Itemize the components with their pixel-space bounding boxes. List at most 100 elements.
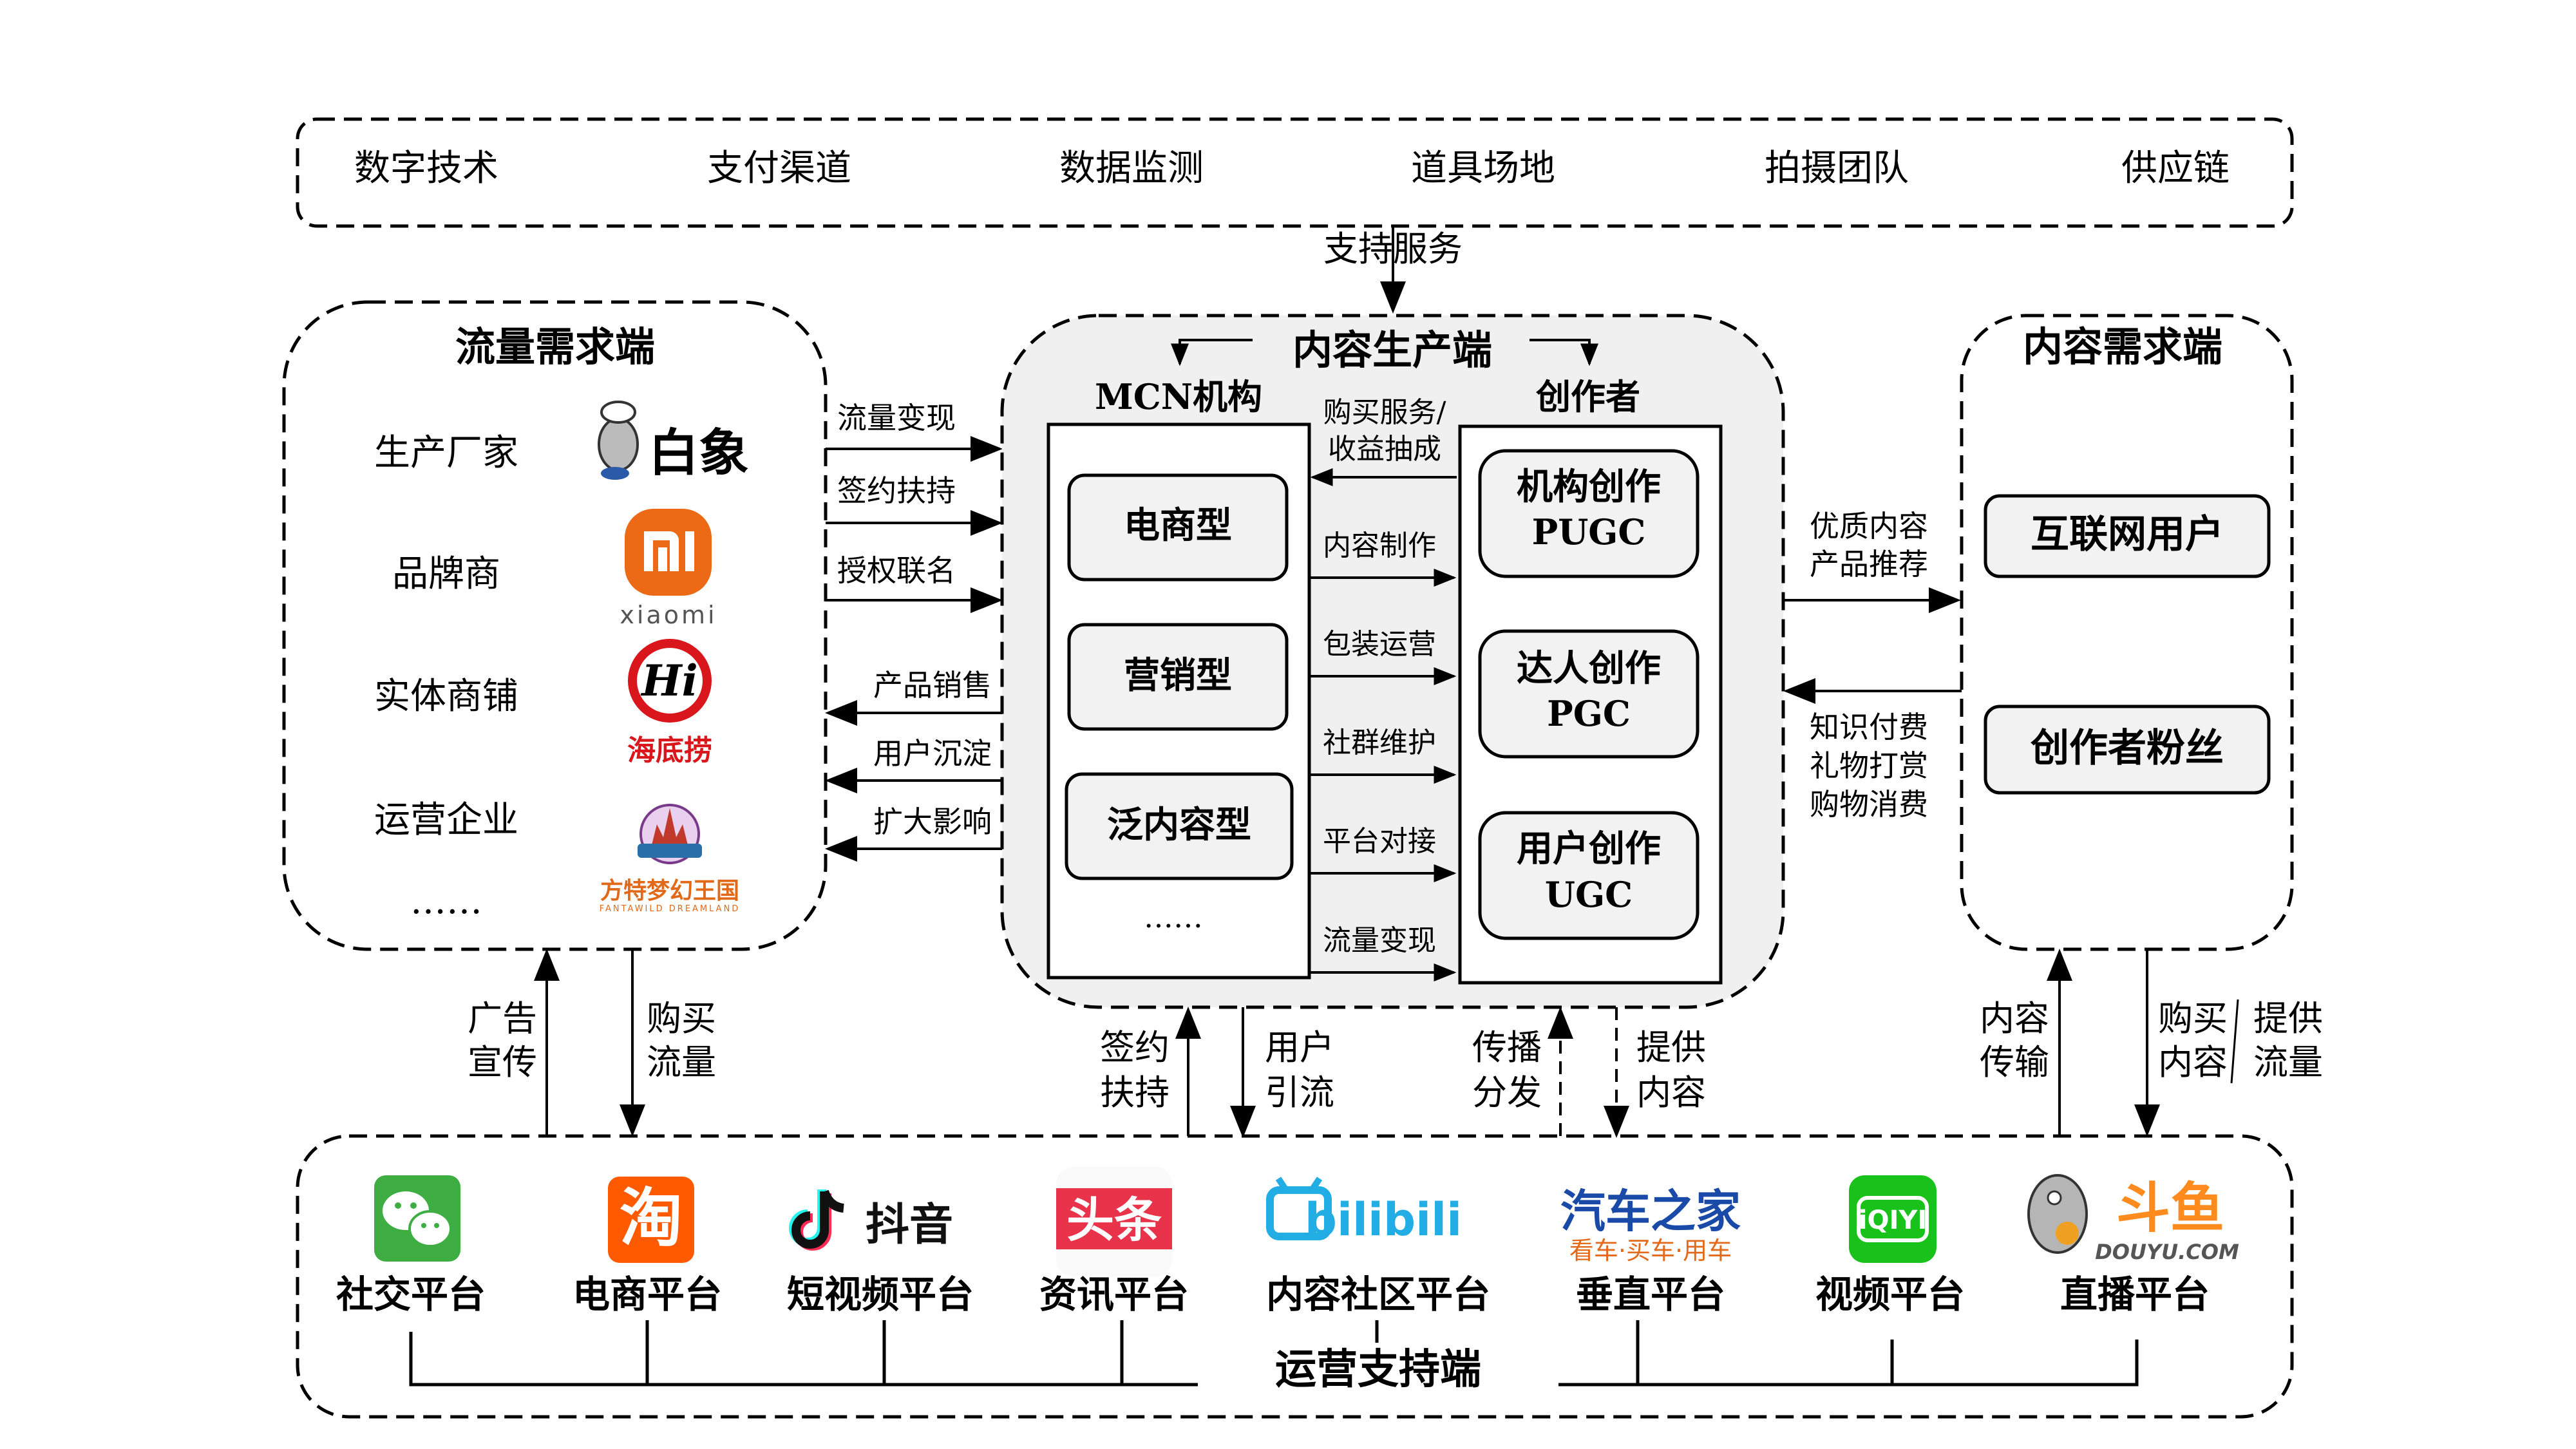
flow-arrow-label: 签约扶持	[837, 473, 956, 508]
flow-arrow-label: 流量变现	[837, 401, 956, 435]
demand-row-label: 运营企业	[374, 799, 518, 841]
provide-traffic-arrow-label: 流量	[2253, 1042, 2323, 1083]
mcn-type-box	[1065, 772, 1294, 880]
demand-row-label: 实体商铺	[374, 676, 518, 717]
split-arrow-left	[1171, 339, 1253, 366]
split-arrow-right	[1530, 339, 1598, 366]
svg-text:方特梦幻王国: 方特梦幻王国	[600, 878, 739, 904]
service-arrow-label: 平台对接	[1323, 825, 1436, 858]
svg-text:iQIYI: iQIYI	[1859, 1206, 1927, 1235]
flow-arrow-label: 购物消费	[1810, 787, 1928, 822]
revenue-arrow-label: 购买服务/	[1323, 396, 1446, 429]
flow-arrow-label: 礼物打赏	[1810, 748, 1928, 783]
support-item: 道具场地	[1411, 147, 1555, 189]
user-group-label: 互联网用户	[2031, 512, 2224, 557]
creator-type-box	[1478, 629, 1700, 759]
buy-content-arrow-label: 购买	[2158, 998, 2228, 1039]
operation-support-panel: 社交平台 淘 电商平台 抖音 短视频平台 头条 资讯平台 bilibili	[296, 1134, 2294, 1419]
platform-label: 社交平台	[336, 1273, 486, 1316]
creator-type-name: 达人创作	[1517, 647, 1661, 690]
douyin-icon: 抖音	[789, 1189, 953, 1251]
support-arrow-label: 支持服务	[1323, 229, 1463, 269]
provide-traffic-arrow-label: 提供	[2253, 998, 2323, 1039]
platform-label: 内容社区平台	[1266, 1273, 1490, 1316]
mcn-type-box	[1067, 473, 1289, 582]
flow-arrow-label: 授权联名	[837, 553, 956, 588]
service-arrow-label: 内容制作	[1323, 529, 1436, 562]
taobao-icon: 淘	[608, 1177, 694, 1263]
content-demand-frame	[1960, 314, 2294, 951]
creator-type-abbr: PUGC	[1532, 511, 1646, 553]
autohome-icon: 汽车之家 看车·买车·用车	[1560, 1185, 1741, 1265]
svg-text:斗鱼: 斗鱼	[2116, 1177, 2224, 1240]
iqiyi-icon: iQIYI	[1849, 1175, 1937, 1263]
svg-text:xiaomi: xiaomi	[620, 601, 717, 629]
ad-arrow-label: 广告	[468, 998, 537, 1039]
flow-arrow-label: 用户沉淀	[873, 736, 992, 771]
svg-text:bilibili: bilibili	[1305, 1193, 1462, 1246]
creator-type-box	[1478, 449, 1700, 578]
demand-row-label: 品牌商	[392, 553, 500, 595]
flow-arrow-label: 优质内容	[1810, 509, 1928, 544]
support-item: 支付渠道	[707, 147, 851, 189]
buy-content-arrow-label: 内容	[2158, 1042, 2228, 1083]
operation-support-title: 运营支持端	[1275, 1345, 1481, 1394]
douyu-icon: 斗鱼 DOUYU.COM	[2027, 1174, 2239, 1264]
content-transfer-arrow-label: 内容	[1980, 998, 2049, 1039]
content-transfer-arrow-label: 传输	[1980, 1042, 2049, 1083]
platform-label: 垂直平台	[1576, 1273, 1725, 1316]
demand-row-label: 生产厂家	[374, 432, 518, 474]
mcn-type-box	[1067, 623, 1289, 731]
platform-label: 视频平台	[1815, 1273, 1965, 1316]
castle-icon: 方特梦幻王国 FANTAWILD DREAMLAND	[600, 804, 741, 914]
mcn-type-label: 营销型	[1124, 654, 1232, 697]
support-layer-frame	[296, 117, 2294, 228]
mi-icon: xiaomi	[620, 509, 717, 629]
flow-arrow-label: 知识付费	[1810, 710, 1928, 744]
support-item: 数字技术	[354, 147, 498, 189]
demand-ellipsis: ……	[410, 880, 482, 922]
distribute-arrow-label: 传播	[1472, 1027, 1542, 1068]
svg-text:海底捞: 海底捞	[627, 734, 712, 767]
support-layer: 数字技术 支付渠道 数据监测 道具场地 拍摄团队 供应链	[296, 117, 2294, 228]
svg-text:汽车之家: 汽车之家	[1560, 1185, 1741, 1238]
mcn-title: MCN机构	[1095, 376, 1262, 417]
svg-text:白象: 白象	[649, 424, 749, 482]
bilibili-icon: bilibili	[1266, 1177, 1462, 1246]
creator-type-name: 机构创作	[1517, 466, 1661, 508]
content-production-title: 内容生产端	[1293, 327, 1492, 374]
content-demand-title: 内容需求端	[2023, 323, 2222, 370]
vertical-arrows: 广告 宣传 购买 流量 签约 扶持 用户 引流 传播 分发 提供 内容 内容 传…	[468, 949, 2323, 1138]
support-item: 数据监测	[1059, 147, 1204, 189]
creator-type-abbr: UGC	[1545, 874, 1633, 915]
right-flow-arrows: 优质内容 产品推荐 知识付费 礼物打赏 购物消费	[1783, 509, 1962, 822]
creator-type-box	[1478, 811, 1700, 940]
traffic-demand-panel: 流量需求端 生产厂家 品牌商 实体商铺 运营企业 …… 白象 xiaomi Hi…	[282, 300, 828, 951]
svg-text:DOUYU.COM: DOUYU.COM	[2095, 1240, 2239, 1264]
ad-arrow-label: 宣传	[468, 1042, 537, 1083]
user-guide-arrow-label: 引流	[1265, 1072, 1334, 1113]
flow-arrow-label: 产品销售	[873, 668, 992, 703]
user-group-box	[1984, 705, 2271, 795]
content-production-panel: 内容生产端 MCN机构 创作者 电商型 营销型 泛内容型 …… 机构创作 PUG…	[1000, 314, 1785, 1009]
svg-text:看车·买车·用车: 看车·买车·用车	[1569, 1236, 1732, 1265]
svg-text:抖音: 抖音	[866, 1200, 953, 1251]
provide-content-arrow-label: 提供	[1636, 1027, 1706, 1068]
service-arrow-label: 社群维护	[1323, 726, 1436, 759]
creator-type-abbr: PGC	[1547, 693, 1631, 734]
platform-connectors	[409, 1320, 2139, 1387]
svg-text:头条: 头条	[1066, 1193, 1162, 1248]
hi-icon: Hi 海底捞	[627, 639, 712, 767]
elephant-chef-icon: 白象	[598, 401, 749, 482]
svg-text:Hi: Hi	[640, 656, 697, 706]
buy-traffic-arrow-label: 购买	[647, 998, 716, 1039]
traffic-demand-title: 流量需求端	[455, 323, 655, 370]
svg-text:FANTAWILD DREAMLAND: FANTAWILD DREAMLAND	[600, 904, 741, 914]
platform-label: 资讯平台	[1039, 1273, 1189, 1316]
creator-title: 创作者	[1536, 376, 1640, 417]
flow-arrow-label: 扩大影响	[873, 804, 992, 839]
left-flow-arrows: 流量变现 签约扶持 授权联名 产品销售 用户沉淀 扩大影响	[825, 401, 1003, 862]
mcn-type-label: 电商型	[1124, 504, 1232, 547]
user-group-label: 创作者粉丝	[2031, 726, 2224, 771]
